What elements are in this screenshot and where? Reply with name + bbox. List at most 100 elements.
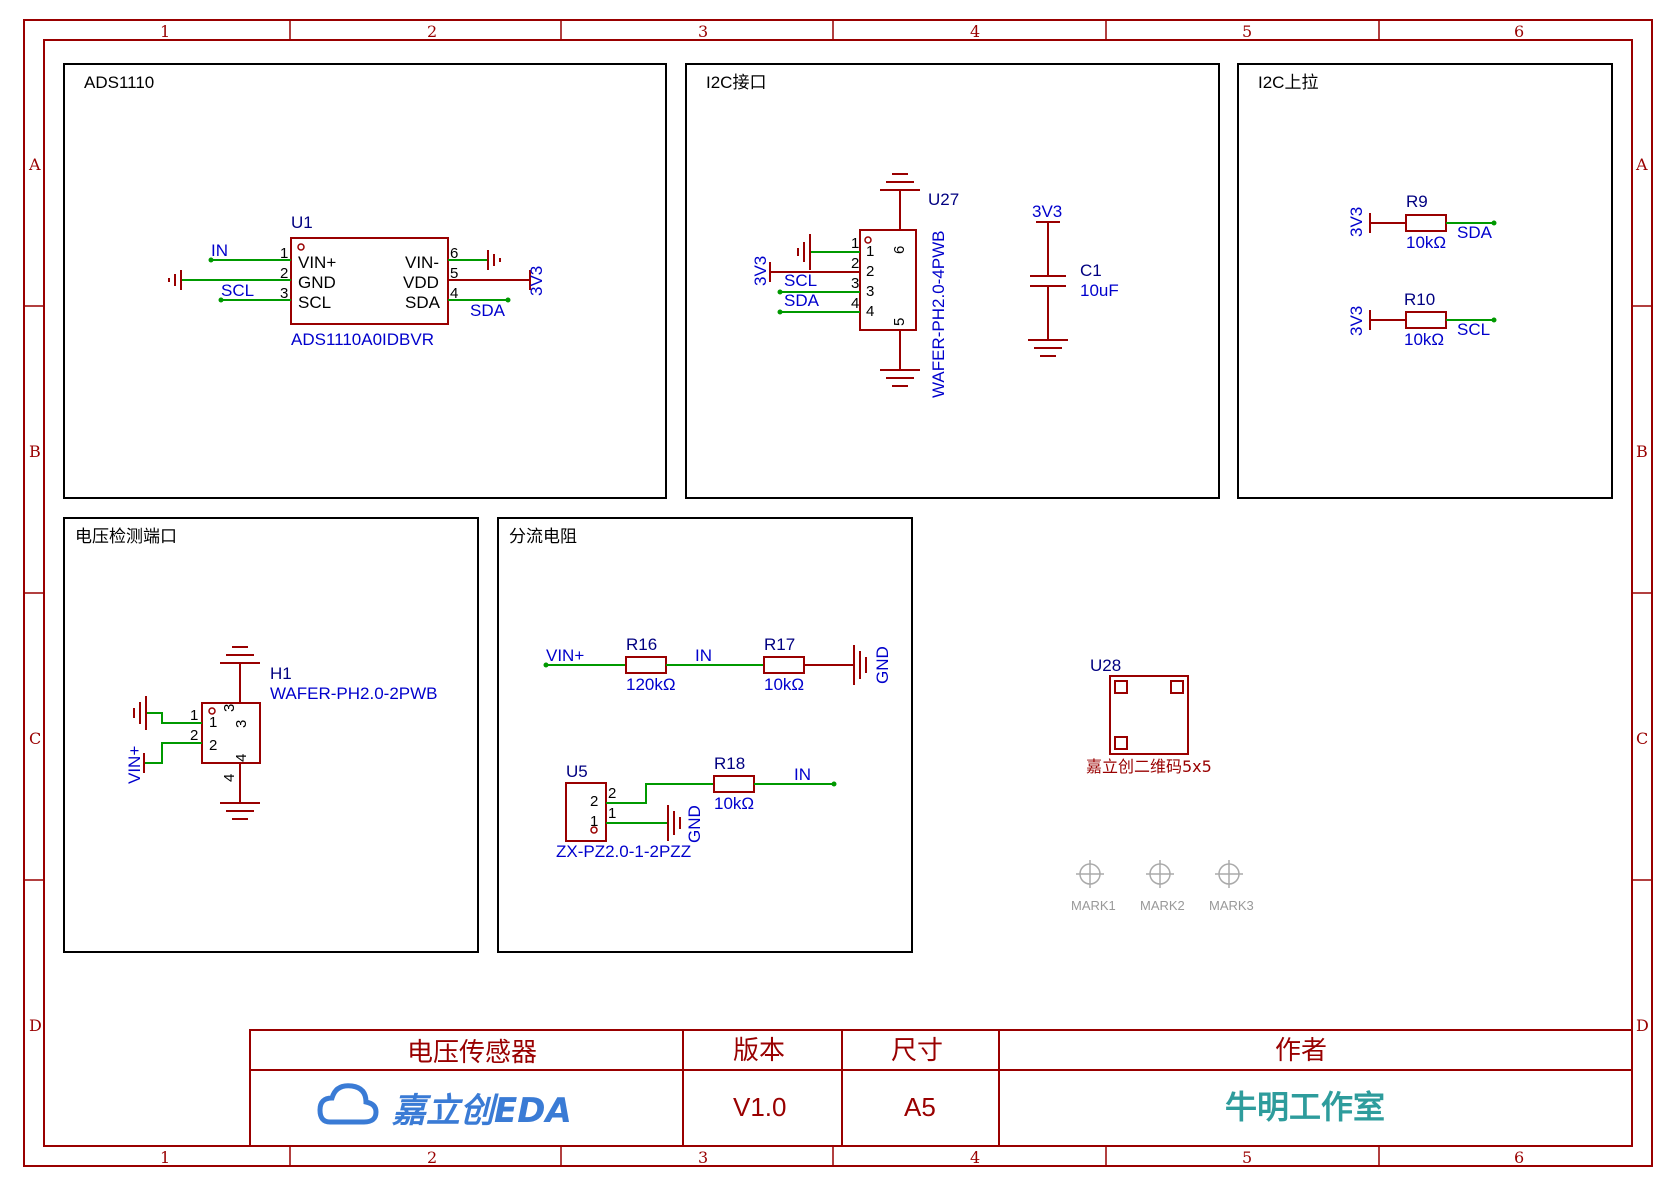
u27-value: WAFER-PH2.0-4PWB (929, 230, 948, 398)
u27-net-3v3: 3V3 (751, 256, 770, 286)
tb-author: 牛明工作室 (1225, 1088, 1385, 1126)
h1-pin-3-outer: 3 (221, 704, 238, 712)
u28-finder-tl (1114, 680, 1128, 694)
u5-pinnum-2: 2 (590, 793, 598, 810)
u1-gnd-right-icon (487, 250, 501, 270)
u27-net-scl: SCL (784, 271, 817, 290)
r17-gnd-icon (853, 645, 867, 685)
c1-component[interactable]: 3V3 C1 10uF (1028, 202, 1119, 357)
u1-component[interactable]: U1 ADS1110A0IDBVR VIN+ GND SCL VIN- VDD … (168, 213, 546, 349)
h1-component[interactable]: H1 WAFER-PH2.0-2PWB 1 2 3 4 1 2 3 4 VIN+ (125, 646, 438, 820)
r9-ref: R9 (1406, 192, 1428, 211)
c1-value: 10uF (1080, 281, 1119, 300)
ruler-row-b-right: B (1636, 442, 1648, 461)
r9-body (1405, 214, 1447, 232)
u5-component[interactable]: U5 ZX-PZ2.0-1-2PZZ 2 1 2 1 GND (556, 762, 714, 861)
ruler-col-2-bottom: 2 (427, 1148, 437, 1167)
r16-ref: R16 (626, 635, 657, 654)
section-title-shunt: 分流电阻 (509, 527, 577, 546)
ruler-col-1-bottom: 1 (160, 1148, 170, 1167)
r16-net-in: IN (695, 646, 712, 665)
u1-pin-vinp: VIN+ (298, 253, 336, 272)
ruler-row-d: D (29, 1016, 42, 1035)
r10-ref: R10 (1404, 290, 1435, 309)
section-i2c-pullup[interactable] (1237, 63, 1613, 499)
u1-net-in: IN (211, 241, 228, 260)
u27-pin-1-outer: 1 (851, 235, 859, 252)
u27-component[interactable]: U27 WAFER-PH2.0-4PWB 1 2 3 4 5 6 1 2 3 4… (751, 173, 959, 398)
ruler-col-2: 2 (427, 22, 437, 41)
u27-pinnum-2: 2 (866, 263, 874, 280)
r9-component[interactable]: 3V3 R9 10kΩ SDA (1347, 192, 1497, 252)
mark3[interactable]: MARK3 (1209, 860, 1254, 913)
u1-pin-vinm: VIN- (405, 253, 439, 272)
ruler-col-3: 3 (698, 22, 708, 41)
u5-body (565, 782, 607, 842)
section-shunt[interactable] (497, 517, 913, 953)
mark1-label: MARK1 (1071, 898, 1116, 913)
h1-pin1-dot (208, 707, 216, 715)
tb-author-label: 作者 (1275, 1036, 1327, 1066)
r18-net-in: IN (794, 765, 811, 784)
u27-pinnum-4: 4 (866, 303, 874, 320)
title-block (249, 1029, 1633, 1147)
u27-pin1-dot (864, 236, 872, 244)
u27-gnd-top-icon (880, 173, 920, 191)
u28-ref: U28 (1090, 656, 1121, 675)
c1-ref: C1 (1080, 261, 1102, 280)
u27-pinnum-1: 1 (866, 243, 874, 260)
h1-pinnum-2: 2 (209, 737, 217, 754)
tb-version: V1.0 (733, 1092, 787, 1122)
u5-gnd-icon (667, 805, 681, 841)
u27-gnd-bottom-icon (880, 369, 920, 387)
u27-pinnum-5: 5 (891, 318, 908, 326)
r18-value: 10kΩ (714, 794, 754, 813)
section-voltage-port[interactable] (63, 517, 479, 953)
ruler-col-6-bottom: 6 (1514, 1148, 1524, 1167)
r18-ref: R18 (714, 754, 745, 773)
h1-pinnum-4: 4 (233, 754, 250, 762)
u1-net-3v3: 3V3 (527, 266, 546, 296)
section-ads1110[interactable] (63, 63, 667, 499)
ruler-col-6: 6 (1514, 22, 1524, 41)
ruler-col-4-bottom: 4 (970, 1148, 980, 1167)
r18-component[interactable]: R18 10kΩ IN (713, 754, 837, 813)
h1-ref: H1 (270, 664, 292, 683)
h1-pinnum-3: 3 (233, 720, 250, 728)
u27-net-sda: SDA (784, 291, 820, 310)
mark1[interactable]: MARK1 (1071, 860, 1116, 913)
u1-value: ADS1110A0IDBVR (291, 330, 434, 349)
u27-ref: U27 (928, 190, 959, 209)
tb-logo-text: 嘉立创EDA (392, 1091, 572, 1131)
u1-ref: U1 (291, 213, 313, 232)
u1-pin-sda: SDA (405, 293, 441, 312)
r17-component[interactable]: R17 10kΩ GND (763, 635, 892, 694)
u5-pin-2-outer: 2 (608, 785, 616, 802)
u28-component[interactable]: U28 嘉立创二维码5x5 (1086, 656, 1212, 776)
h1-pinnum-1: 1 (209, 714, 217, 731)
mark2[interactable]: MARK2 (1140, 860, 1185, 913)
r17-ref: R17 (764, 635, 795, 654)
mark3-label: MARK3 (1209, 898, 1254, 913)
tb-size: A5 (904, 1092, 936, 1122)
u1-pinnum-2: 2 (280, 265, 288, 282)
u1-pinnum-5: 5 (450, 265, 458, 282)
u1-gnd-left-icon (168, 270, 182, 290)
u5-pin-1-outer: 1 (608, 805, 616, 822)
u27-pin-3-outer: 3 (851, 275, 859, 292)
h1-body (201, 702, 261, 764)
u1-pin1-dot (297, 243, 305, 251)
mark2-label: MARK2 (1140, 898, 1185, 913)
r16-component[interactable]: VIN+ R16 120kΩ IN (543, 635, 765, 694)
section-title-ads1110: ADS1110 (84, 73, 154, 92)
u28-value: 嘉立创二维码5x5 (1086, 757, 1212, 776)
u28-finder-bl (1114, 736, 1128, 750)
tb-project-name: 电压传感器 (407, 1038, 537, 1068)
u27-pinnum-3: 3 (866, 283, 874, 300)
u5-ref: U5 (566, 762, 588, 781)
tb-version-label: 版本 (733, 1036, 785, 1066)
u5-value: ZX-PZ2.0-1-2PZZ (556, 842, 691, 861)
r10-component[interactable]: 3V3 R10 10kΩ SCL (1347, 290, 1497, 349)
section-i2c-port[interactable] (685, 63, 1220, 499)
